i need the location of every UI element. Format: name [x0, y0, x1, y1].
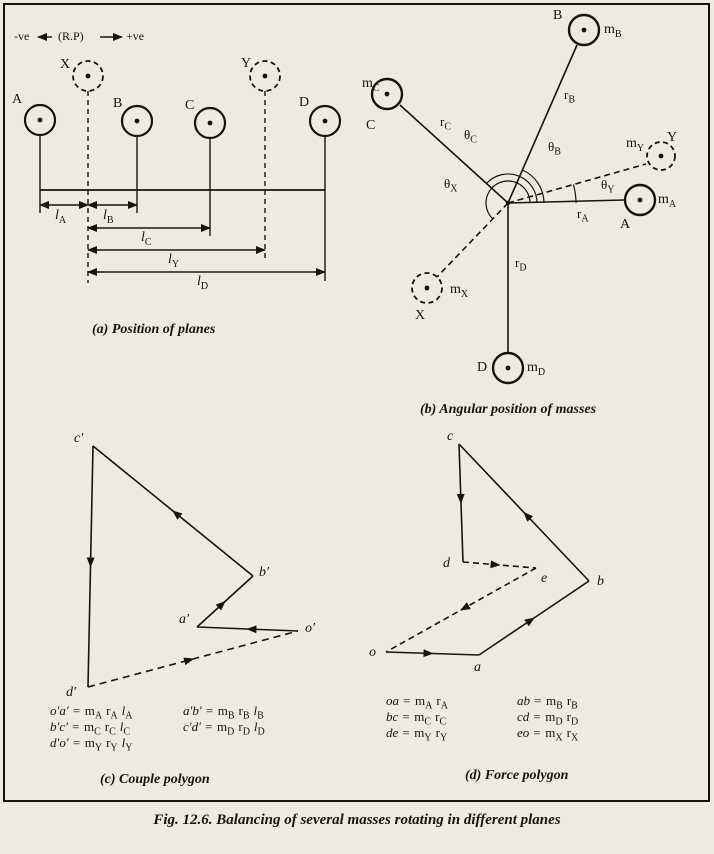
- couple-vertex-a: a′: [179, 612, 190, 627]
- edge-b'c': [92, 445, 254, 577]
- force-vertex-c: c: [447, 429, 454, 444]
- arc-thetaC: [486, 173, 538, 204]
- couple-polygon-art: [86, 445, 299, 688]
- angle-arcs: [485, 169, 577, 220]
- mass-label-mB: mB: [604, 22, 622, 40]
- plane-circle-X: [72, 60, 104, 92]
- planes-view-art: [23, 33, 342, 283]
- mass-center-dots: [384, 27, 664, 371]
- mass-label-mD: mD: [527, 360, 546, 378]
- angular-plane-label-D: D: [477, 360, 488, 375]
- caption-position-of-planes: (a) Position of planes: [92, 322, 216, 337]
- angular-view-art: [370, 13, 676, 385]
- radius-line-rY-dashed: [507, 163, 647, 204]
- couple-vertex-b: b′: [259, 565, 270, 580]
- angle-label-thetaC: θC: [464, 127, 477, 146]
- mass-circle-D: [491, 351, 525, 385]
- plane-center-dots: [37, 73, 328, 126]
- angular-plane-label-Y: Y: [667, 130, 678, 145]
- radius-label-rC: rC: [440, 114, 452, 133]
- mass-label-mA: mA: [658, 192, 677, 210]
- arc-thetaY: [572, 184, 577, 204]
- edge-oa: [385, 649, 480, 658]
- arc-thetaX: [485, 180, 531, 220]
- legend-positive: +ve: [126, 29, 145, 43]
- legend-negative: -ve: [14, 29, 30, 43]
- caption-couple-polygon: (c) Couple polygon: [100, 772, 210, 787]
- force-vertex-b: b: [597, 574, 604, 589]
- mass-label-mX: mX: [450, 282, 469, 300]
- plane-label-B: B: [113, 96, 123, 111]
- force-polygon-art: [385, 443, 590, 658]
- plane-label-Y: Y: [241, 56, 252, 71]
- radius-label-rD: rD: [515, 255, 527, 274]
- angle-label-thetaB: θB: [548, 139, 561, 158]
- angular-plane-label-B: B: [553, 8, 563, 23]
- force-vertex-a: a: [474, 660, 481, 675]
- radius-line-rC: [399, 104, 509, 204]
- dim-label-lY: lY: [168, 252, 180, 270]
- mass-circle-X: [411, 272, 443, 304]
- mass-circle-B: [567, 13, 601, 47]
- angle-label-thetaY: θY: [601, 177, 615, 196]
- radius-line-rA: [507, 199, 625, 204]
- dim-label-lC: lC: [141, 230, 152, 248]
- angle-label-thetaX: θX: [444, 176, 458, 195]
- radius-label-rB: rB: [564, 87, 576, 106]
- couple-vertex-c: c′: [74, 431, 84, 446]
- force-vertex-d: d: [443, 556, 450, 571]
- caption-force-polygon: (d) Force polygon: [465, 768, 569, 783]
- angular-plane-label-C: C: [366, 118, 376, 133]
- force-vertex-e: e: [541, 571, 548, 586]
- couple-vertex-d: d′: [66, 685, 77, 700]
- figure-caption: Fig. 12.6. Balancing of several masses r…: [153, 812, 561, 828]
- caption-angular-position: (b) Angular position of masses: [420, 402, 597, 417]
- edge-a'b': [196, 575, 254, 628]
- plane-circle-Y: [249, 60, 281, 92]
- mass-circle-A: [623, 183, 657, 217]
- plane-label-D: D: [299, 95, 310, 110]
- radius-line-rB: [507, 44, 578, 204]
- angular-plane-label-X: X: [415, 308, 426, 323]
- dim-label-lB: lB: [103, 208, 114, 226]
- radius-line-rX-dashed: [436, 202, 509, 278]
- edge-eo-dashed: [385, 567, 537, 653]
- mass-label-mY: mY: [626, 136, 645, 154]
- force-vertex-o: o: [369, 645, 376, 660]
- dim-label-lA: lA: [55, 208, 67, 226]
- edge-bc: [458, 443, 590, 582]
- edge-cd: [456, 443, 465, 563]
- arc-thetaB: [522, 169, 545, 204]
- edge-c'd': [86, 445, 95, 688]
- couple-vertex-o: o′: [305, 621, 316, 636]
- mass-circle-Y: [646, 141, 676, 171]
- edge-o'a': [196, 625, 299, 634]
- dim-label-lD: lD: [197, 274, 209, 292]
- mass-circle-C: [370, 77, 404, 111]
- edge-ab: [478, 580, 590, 656]
- plane-label-A: A: [12, 92, 23, 107]
- mass-label-mC: mC: [362, 76, 380, 94]
- legend-reference-plane: (R.P): [58, 29, 84, 43]
- plane-label-C: C: [185, 98, 195, 113]
- edge-d'o'-dashed: [87, 630, 299, 688]
- plane-label-X: X: [60, 57, 71, 72]
- radius-label-rA: rA: [577, 206, 589, 225]
- edge-de-dashed: [462, 560, 537, 569]
- angular-plane-label-A: A: [620, 217, 631, 232]
